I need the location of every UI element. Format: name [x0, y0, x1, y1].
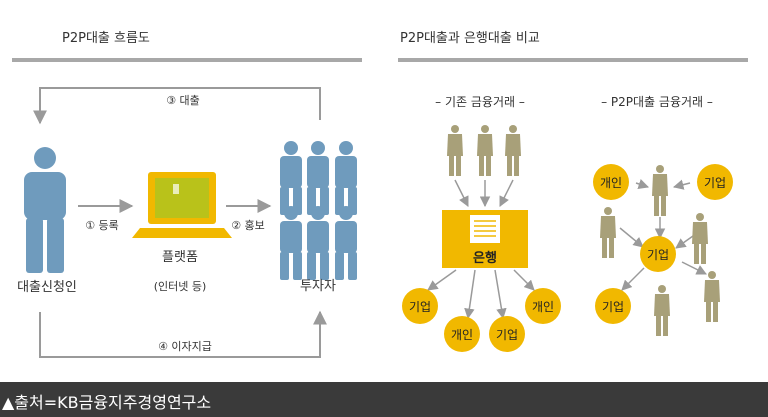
- svg-text:개인: 개인: [532, 300, 554, 314]
- diagram-canvas: P2P대출 흐름도 ③ 대출 ④ 이자지급 대출신청인 ① 등록 플랫폼 (인터…: [12, 30, 748, 358]
- interest-label-bg: [140, 336, 230, 356]
- borrower-label: 대출신청인: [17, 280, 77, 295]
- svg-text:기업: 기업: [409, 300, 431, 314]
- depositor-group-icon: [447, 125, 521, 176]
- interest-step-label: ④ 이자지급: [158, 340, 212, 353]
- traditional-node-3: 기업: [489, 316, 525, 352]
- svg-text:기업: 기업: [496, 328, 518, 342]
- investor-group-icon: [280, 141, 357, 280]
- p2p-header: – P2P대출 금융거래 –: [601, 95, 713, 109]
- deposit-arrows: [454, 179, 514, 208]
- right-divider: [398, 58, 748, 62]
- loan-label-bg: [155, 90, 211, 110]
- p2p-node-3: 기업: [640, 236, 676, 272]
- platform-sublabel: (인터넷 등): [154, 280, 207, 293]
- laptop-icon: [132, 172, 232, 238]
- p2p-node-1: 개인: [593, 164, 629, 200]
- promote-step-label: ② 홍보: [231, 218, 265, 232]
- interest-arrow: [39, 310, 327, 358]
- traditional-node-1: 기업: [402, 288, 438, 324]
- register-step-label: ① 등록: [85, 219, 119, 232]
- svg-text:개인: 개인: [600, 176, 622, 190]
- platform-label: 플랫폼: [162, 250, 198, 265]
- p2p-arrows: [619, 179, 707, 291]
- svg-text:기업: 기업: [602, 300, 624, 314]
- traditional-node-2: 개인: [444, 316, 480, 352]
- bank-document-icon: [470, 215, 500, 243]
- p2p-node-4: 기업: [595, 288, 631, 324]
- loan-step-label: ③ 대출: [166, 94, 200, 107]
- source-caption: ▲출처=KB금융지주경영연구소: [2, 393, 212, 412]
- investor-label: 투자자: [300, 279, 336, 294]
- svg-text:기업: 기업: [647, 248, 669, 262]
- traditional-node-4: 개인: [525, 288, 561, 324]
- loan-arrow: [33, 87, 321, 125]
- caption-bar: ▲출처=KB금융지주경영연구소: [0, 382, 768, 417]
- borrower-person-icon: [24, 147, 66, 273]
- left-panel-title: P2P대출 흐름도: [62, 31, 150, 46]
- right-panel-title: P2P대출과 은행대출 비교: [400, 30, 540, 46]
- bank-label: 은행: [473, 250, 497, 266]
- p2p-node-2: 기업: [697, 164, 733, 200]
- svg-text:기업: 기업: [704, 176, 726, 190]
- lending-arrows: [427, 269, 535, 320]
- svg-text:개인: 개인: [451, 328, 473, 342]
- left-divider: [12, 58, 362, 62]
- traditional-header: – 기존 금융거래 –: [435, 95, 525, 109]
